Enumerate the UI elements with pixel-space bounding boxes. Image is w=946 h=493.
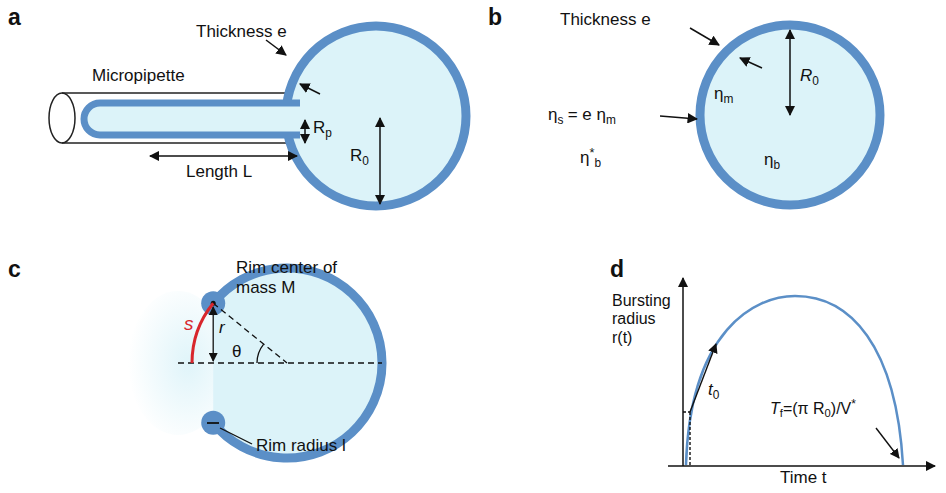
vesicle (286, 26, 466, 206)
text-group: c (8, 256, 21, 282)
text-group: t0 (708, 380, 719, 402)
arc-length (192, 303, 213, 363)
text-group: θ (232, 342, 241, 362)
text-group: Rim center of mass M (236, 258, 354, 297)
time-label: =(π R (783, 400, 825, 417)
rim (201, 411, 225, 435)
text-group: b (488, 4, 502, 30)
text-group: ηs = e ηm (548, 105, 616, 127)
viscosity-label: η (580, 148, 589, 167)
time-label: 0 (825, 407, 831, 419)
plot-annotations (683, 344, 899, 466)
text-group: Thickness e (560, 10, 651, 30)
thickness-label: Thickness e (560, 10, 651, 29)
vesicle (700, 25, 880, 205)
dimension-label: R (800, 66, 812, 85)
dimension-label: 0 (812, 74, 819, 88)
text-group: Rim radius l (256, 436, 346, 456)
panel-letter: a (8, 4, 21, 30)
panel-letter: d (610, 256, 624, 282)
tangent-label: t (708, 380, 713, 399)
arc-length-label: s (184, 313, 194, 334)
axis-label: Time t (780, 468, 827, 487)
viscosity-label: η (714, 84, 723, 103)
viscosity-label: η (764, 150, 773, 169)
dimension-label: R (313, 118, 325, 137)
text-group: Bursting radius r(t) (612, 292, 680, 347)
text-group: Tf=(π R0)/V* (770, 398, 856, 420)
thickness-label: Thickness e (196, 22, 287, 41)
text-group: Micropipette (92, 66, 185, 86)
geometry-lines (178, 303, 382, 444)
viscosity-label: η (548, 105, 557, 124)
text-group: Thickness e (196, 22, 287, 42)
text-group: ηm (714, 84, 733, 106)
panel-letter: b (488, 4, 502, 30)
viscosity-label: b (594, 156, 601, 170)
rim-label: Rim center of mass M (236, 258, 337, 297)
text-group: a (8, 4, 21, 30)
radius-curve (686, 296, 903, 465)
dimension-arrows (150, 40, 380, 204)
dimension-label: Length L (186, 162, 252, 181)
text-group: R0 (800, 66, 819, 88)
micropipette (49, 93, 306, 143)
dimension-label: p (325, 126, 332, 140)
dimension-arrows (660, 28, 790, 119)
time-label: * (851, 397, 856, 411)
panel-letter: c (8, 256, 21, 282)
viscosity-label: m (606, 113, 616, 127)
viscosity-label: * (589, 145, 594, 160)
radius-label: r (219, 318, 225, 337)
part-label: Micropipette (92, 66, 185, 85)
text-group: d (610, 256, 624, 282)
viscosity-label: m (723, 92, 733, 106)
text-group: Time t (780, 468, 827, 488)
time-label: f (780, 407, 783, 419)
text-group: s (184, 313, 194, 335)
time-label: )/V (831, 400, 851, 417)
angle-label: θ (232, 342, 241, 361)
viscosity-label: s (557, 113, 563, 127)
text-group: ηb (764, 150, 780, 172)
text-group: R0 (350, 146, 369, 168)
text-group: η*b (580, 146, 601, 171)
aspirated-tongue (84, 103, 300, 135)
text-group: Length L (186, 162, 252, 182)
tangent-label: 0 (713, 388, 720, 402)
time-label: T (770, 400, 780, 417)
dimension-label: 0 (362, 154, 369, 168)
plot-axes (668, 278, 935, 466)
viscosity-label: b (773, 158, 780, 172)
rim-label: Rim radius l (256, 436, 346, 455)
viscosity-label: = e η (568, 105, 606, 124)
dimension-label: R (350, 146, 362, 165)
axis-label: Bursting radius r(t) (612, 292, 671, 346)
text-group: Rp (313, 118, 332, 140)
text-group: r (219, 318, 225, 338)
